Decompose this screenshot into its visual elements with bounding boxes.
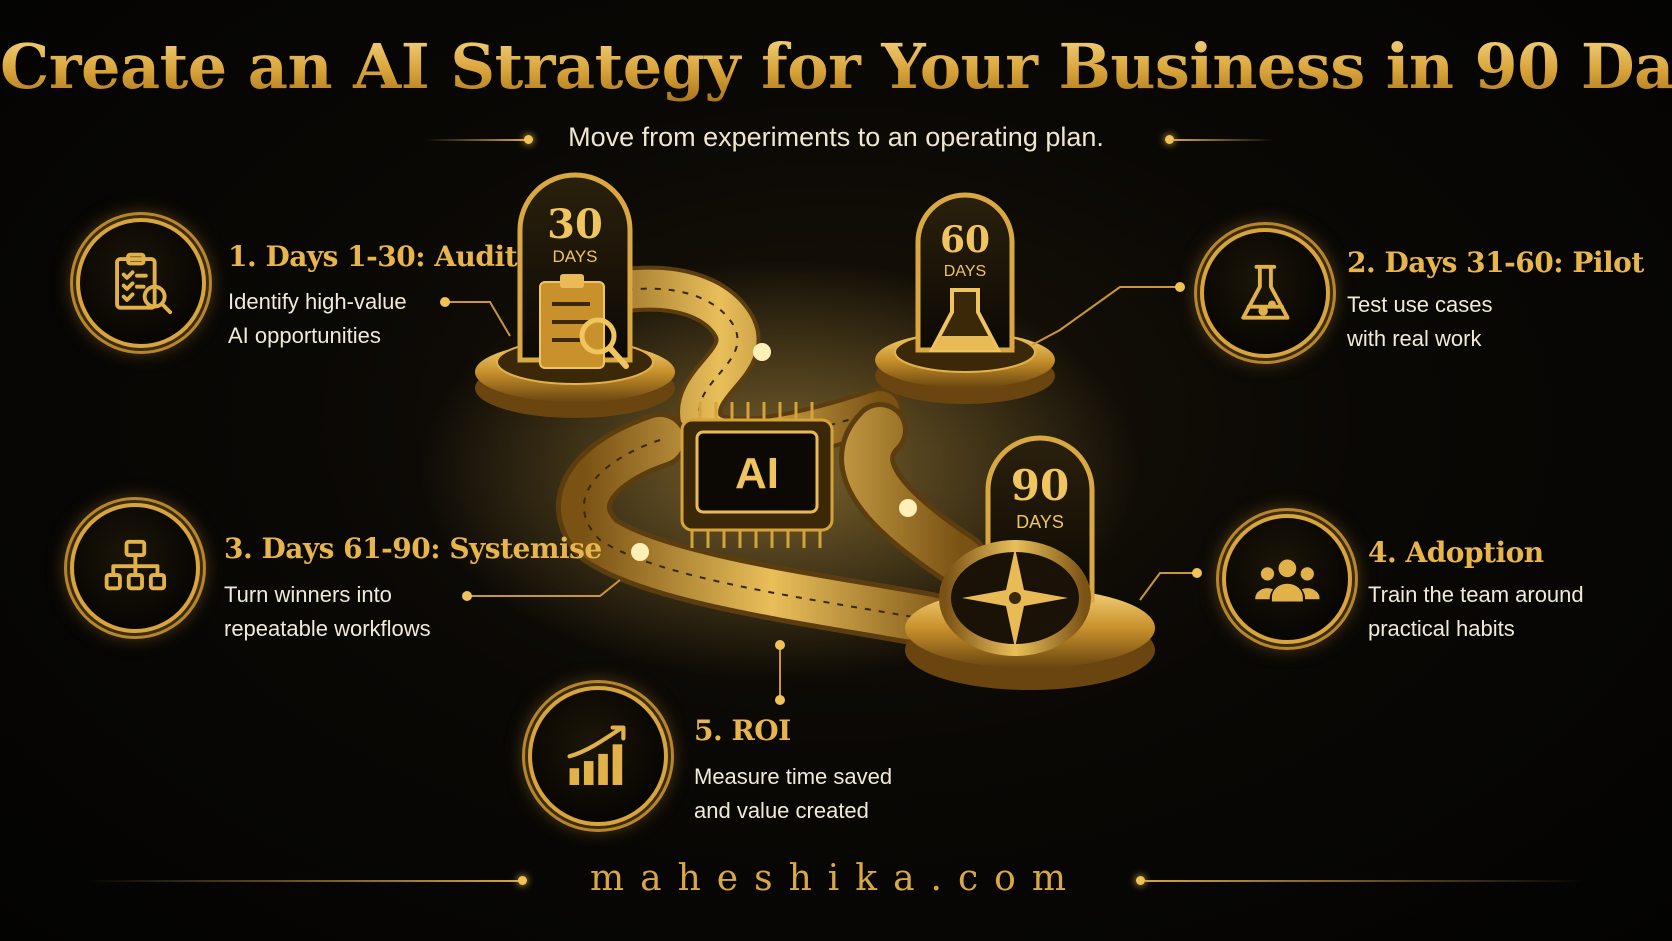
step-4-desc-line1: Train the team around [1368, 582, 1584, 607]
road-light [753, 343, 771, 361]
step-5-badge [528, 686, 668, 826]
flask-icon [1240, 264, 1290, 320]
step-4-badge [1222, 514, 1352, 644]
step-1-title: 1. Days 1-30: Audit [228, 240, 518, 273]
step-4-title: 4. Adoption [1368, 536, 1544, 569]
chip-label: AI [735, 449, 779, 498]
milestone-60: 60 DAYS [875, 192, 1055, 404]
connector-dot [440, 297, 450, 307]
step-2-badge [1200, 228, 1330, 358]
footer-website[interactable]: maheshika.com [590, 858, 1082, 899]
step-3-title: 3. Days 61-90: Systemise [224, 532, 602, 565]
footer-rule-left [85, 880, 520, 882]
milestone-90-unit: DAYS [1016, 512, 1064, 532]
team-icon [1254, 559, 1320, 602]
footer-dot-right [1136, 876, 1145, 885]
page-title: Create an AI Strategy for Your Business … [0, 30, 1672, 103]
milestone-30-number: 30 [547, 201, 603, 248]
clipboard-magnifier-icon [114, 252, 172, 314]
step-2-title: 2. Days 31-60: Pilot [1347, 246, 1644, 279]
milestone-30: 30 DAYS [475, 172, 675, 418]
subtitle-dot-left [524, 135, 533, 144]
subtitle-rule-left [425, 139, 525, 141]
connector-dot [1192, 568, 1202, 578]
step-5-desc-line2: and value created [694, 798, 869, 823]
subtitle-dot-right [1165, 135, 1174, 144]
connector-dot [1175, 282, 1185, 292]
road-light [899, 499, 917, 517]
connector-dot [775, 640, 785, 650]
page-subtitle: Move from experiments to an operating pl… [568, 122, 1104, 152]
growth-chart-icon [567, 725, 626, 785]
step-3-desc-line1: Turn winners into [224, 582, 392, 607]
step-4-desc-line2: practical habits [1368, 616, 1515, 641]
milestone-60-unit: DAYS [944, 263, 986, 280]
connector-pilot [1031, 286, 1180, 346]
ai-chip: AI [680, 402, 834, 548]
step-3-desc-line2: repeatable workflows [224, 616, 431, 641]
connector-dot [462, 591, 472, 601]
step-1-badge [76, 218, 206, 348]
step-5-title: 5. ROI [694, 714, 791, 747]
footer-dot-left [518, 876, 527, 885]
step-3-badge [70, 503, 200, 633]
subtitle-rule-right [1174, 139, 1274, 141]
connector-systemise [467, 579, 621, 597]
connector-audit [445, 301, 511, 337]
milestone-60-number: 60 [940, 219, 990, 261]
connector-dot [775, 695, 785, 705]
connector-adoption [1139, 572, 1197, 601]
step-2-desc-line2: with real work [1347, 326, 1482, 351]
step-5-desc-line1: Measure time saved [694, 764, 893, 789]
flowchart-icon [104, 539, 166, 590]
footer-rule-right [1145, 880, 1585, 882]
step-1-desc-line2: AI opportunities [228, 323, 381, 348]
milestone-90: 90 DAYS [905, 435, 1155, 690]
milestone-30-unit: DAYS [552, 247, 597, 266]
step-2-desc-line1: Test use cases [1347, 292, 1493, 317]
milestone-90-number: 90 [1011, 461, 1069, 510]
road-light [631, 543, 649, 561]
step-1-desc-line1: Identify high-value [228, 289, 407, 314]
